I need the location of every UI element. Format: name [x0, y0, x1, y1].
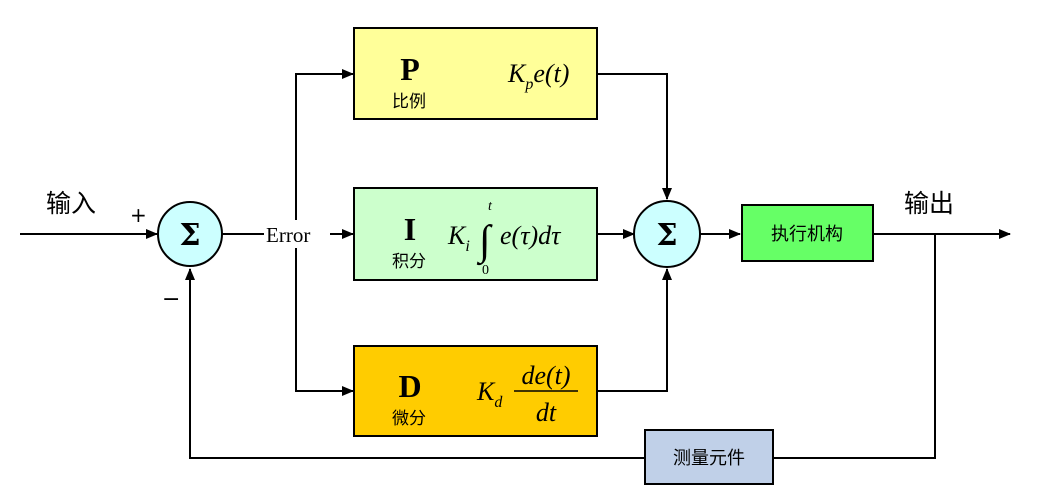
d-gain: Kd	[476, 377, 503, 411]
i-gain: Ki	[447, 221, 470, 255]
sum1-sigma: Σ	[179, 218, 200, 253]
p-to-sum2-line	[597, 73, 672, 200]
sensor-to-sum1-line	[185, 268, 645, 459]
output-label: 输出	[904, 189, 954, 218]
sensor-label: 测量元件	[673, 448, 745, 469]
sum1-circle	[157, 201, 223, 267]
d-block: D 微分 Kd de(t) dt	[353, 345, 598, 437]
plus-sign: +	[130, 203, 147, 227]
p-block-box	[353, 27, 598, 120]
error-label: Error	[266, 223, 310, 247]
p-gain-k: K	[507, 59, 527, 88]
p-block: P 比例 Kpe(t)	[353, 27, 598, 120]
integral-upper-limit: t	[488, 199, 493, 214]
input-label: 输入	[46, 189, 96, 218]
d-name: 微分	[392, 409, 426, 429]
i-expr: e(τ)dτ	[500, 221, 562, 250]
sensor-box	[644, 429, 774, 485]
i-block: I 积分 Ki ∫ t 0 e(τ)dτ	[353, 187, 598, 281]
p-gain: Kpe(t)	[507, 59, 569, 93]
i-block-box	[353, 187, 598, 281]
integral-lower-limit: 0	[482, 263, 489, 278]
error-label-bg	[264, 220, 328, 248]
branch-to-p-line	[295, 69, 354, 234]
feedback-to-sensor-line	[773, 234, 936, 459]
sensor-block: 测量元件	[644, 429, 774, 485]
p-name: 比例	[392, 92, 426, 112]
integral-sign: ∫	[476, 218, 493, 266]
d-numerator: de(t)	[521, 361, 570, 390]
d-letter: D	[398, 368, 421, 404]
summing-junction-1: Σ	[157, 201, 223, 267]
d-to-sum2-line	[597, 268, 672, 392]
minus-sign: −	[162, 287, 180, 312]
p-gain-sub: p	[524, 76, 533, 93]
i-letter: I	[404, 211, 416, 247]
i-gain-sub: i	[465, 238, 469, 255]
d-gain-sub: d	[494, 394, 503, 411]
branch-to-d-line	[295, 234, 354, 396]
d-gain-k: K	[476, 377, 496, 406]
sum2-sigma: Σ	[656, 218, 677, 253]
actuator-box	[741, 204, 874, 262]
summing-junction-2: Σ	[633, 200, 701, 268]
p-gain-expr: e(t)	[533, 59, 569, 88]
actuator-block: 执行机构	[741, 204, 874, 262]
connections	[20, 69, 1011, 459]
d-denominator: dt	[536, 398, 557, 427]
i-gain-k: K	[447, 221, 467, 250]
actuator-label: 执行机构	[771, 224, 843, 245]
sum2-circle	[633, 200, 701, 268]
i-name: 积分	[392, 252, 426, 272]
p-letter: P	[400, 51, 420, 87]
